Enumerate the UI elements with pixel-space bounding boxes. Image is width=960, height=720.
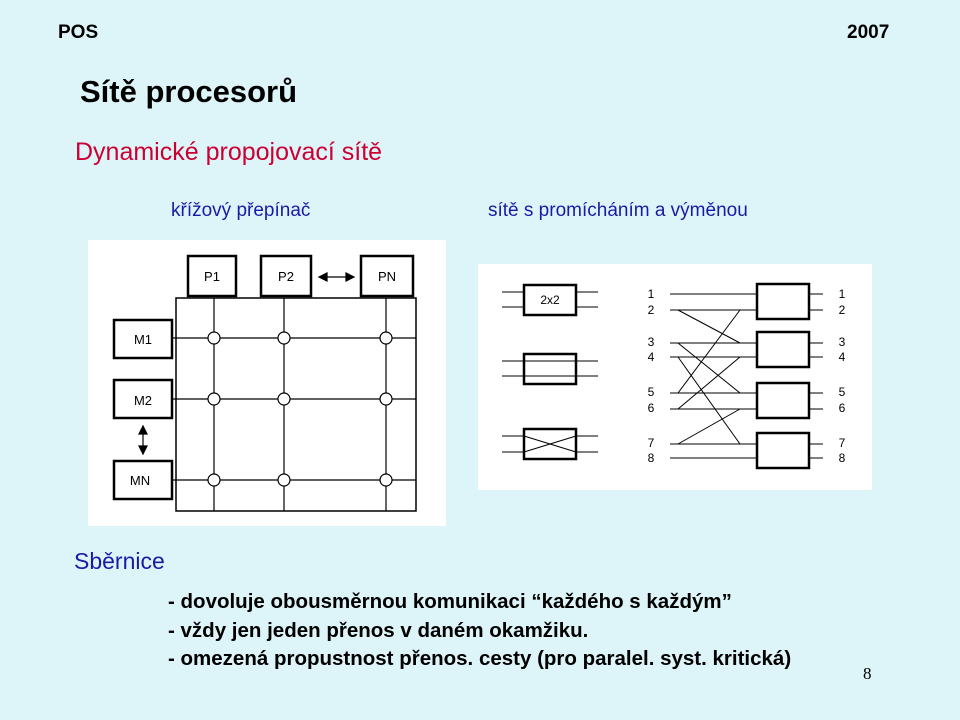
- stage-switch-4: [755, 431, 811, 470]
- port-label-out: 6: [839, 401, 846, 415]
- memory-label-m2: M2: [134, 393, 152, 408]
- port-label-in: 3: [648, 335, 655, 349]
- port-label-in: 4: [648, 350, 655, 364]
- port-label-out: 7: [839, 436, 846, 450]
- memory-label-m1: M1: [134, 332, 152, 347]
- double-arrow-horizontal-icon: [317, 272, 356, 282]
- port-label-out: 4: [839, 350, 846, 364]
- switch-point: [277, 392, 291, 406]
- port-label-in: 6: [648, 401, 655, 415]
- stage-switch-1: [755, 282, 811, 321]
- caption-shuffle: sítě s promícháním a výměnou: [488, 200, 748, 221]
- slide-subtitle: Dynamické propojovací sítě: [75, 138, 383, 166]
- processor-box-pn: [359, 254, 415, 298]
- port-label-out: 8: [839, 451, 846, 465]
- bus-bullet-3: - omezená propustnost přenos. cesty (pro…: [168, 647, 792, 670]
- switch-2x2-box: [522, 283, 578, 317]
- double-arrow-vertical-icon: [138, 424, 148, 456]
- bus-bullet-2: - vždy jen jeden přenos v daném okamžiku…: [168, 619, 589, 642]
- port-label-in: 8: [648, 451, 655, 465]
- port-label-out: 1: [839, 287, 846, 301]
- shuffle-input-labels: 1 2 3 4 5 6 7 8: [648, 287, 655, 465]
- port-label-out: 2: [839, 303, 846, 317]
- header-right: 2007: [847, 22, 890, 43]
- port-label-out: 5: [839, 385, 846, 399]
- bus-heading: Sběrnice: [74, 548, 165, 574]
- switch-point: [379, 392, 393, 406]
- switch-point: [207, 331, 221, 345]
- processor-label-pn: PN: [378, 269, 396, 284]
- header-left: POS: [58, 22, 99, 43]
- switch-point: [277, 331, 291, 345]
- port-label-out: 3: [839, 335, 846, 349]
- memory-box-m1: [112, 318, 174, 360]
- stage-switch-2: [755, 330, 811, 369]
- shuffle-wires: [677, 293, 741, 459]
- crossbar-diagram: P1 P2 PN M1 M2 MN: [88, 240, 446, 526]
- caption-crossbar: křížový přepínač: [171, 200, 311, 221]
- switch-straight-inner: [524, 360, 576, 377]
- memory-box-m2: [112, 378, 174, 420]
- switch-cross-inner: [523, 435, 577, 453]
- processor-box-p2: [259, 254, 313, 298]
- processor-label-p2: P2: [278, 269, 294, 284]
- port-label-in: 7: [648, 436, 655, 450]
- memory-box-mn: [112, 459, 174, 501]
- switch-straight-box: [522, 352, 578, 386]
- shuffle-output-labels: 1 2 3 4 5 6 7 8: [839, 287, 846, 465]
- memory-label-mn: MN: [130, 473, 150, 488]
- switch-point: [379, 331, 393, 345]
- page-number: 8: [863, 664, 872, 683]
- switch-point: [207, 392, 221, 406]
- processor-label-p1: P1: [204, 269, 220, 284]
- crossbar-switch-points: [207, 331, 393, 487]
- switch-2x2-label: 2x2: [540, 293, 560, 307]
- switch-point: [277, 473, 291, 487]
- port-label-in: 1: [648, 287, 655, 301]
- crossbar-frame: [175, 297, 417, 512]
- shuffle-exchange-diagram: 2x2: [478, 264, 872, 490]
- slide-title: Sítě procesorů: [80, 74, 298, 109]
- port-label-in: 5: [648, 385, 655, 399]
- switch-point: [207, 473, 221, 487]
- bus-bullet-1: - dovoluje obousměrnou komunikaci “každé…: [168, 590, 732, 613]
- switch-point: [379, 473, 393, 487]
- switch-cross-box: [522, 427, 578, 461]
- processor-box-p1: [186, 254, 238, 298]
- stage-switch-3: [755, 381, 811, 420]
- port-label-in: 2: [648, 303, 655, 317]
